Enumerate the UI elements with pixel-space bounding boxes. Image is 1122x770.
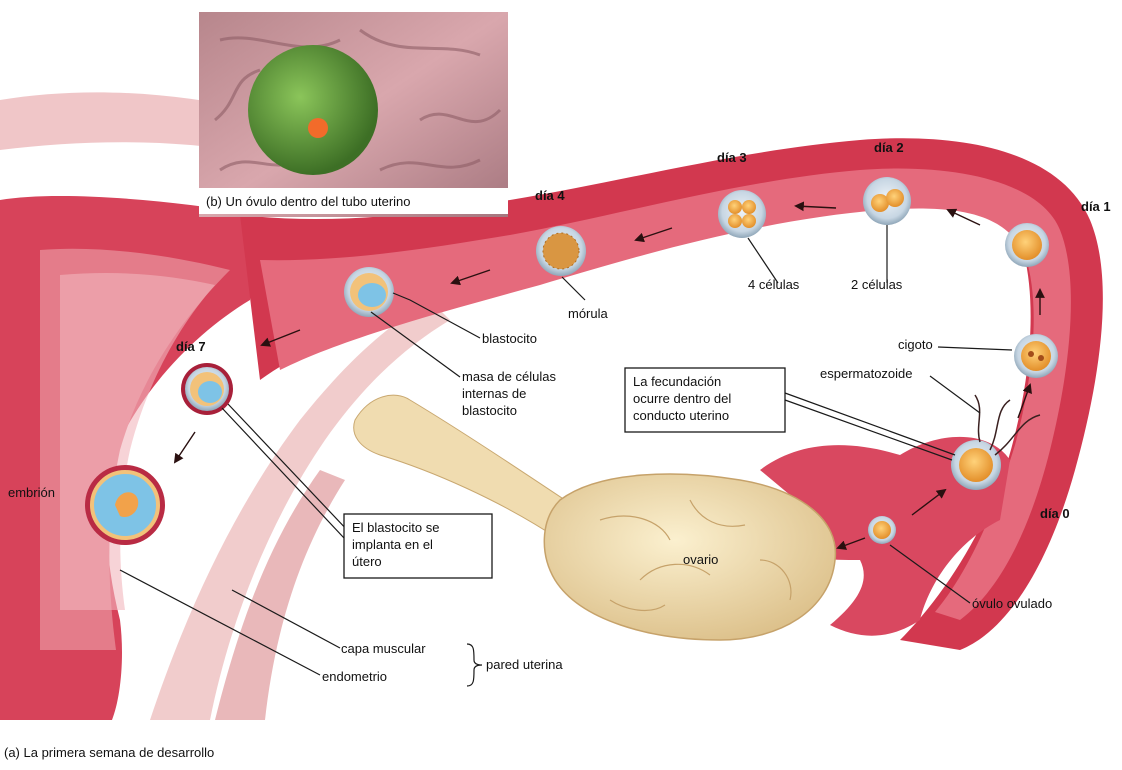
label-espermatozoide: espermatozoide xyxy=(820,366,913,381)
label-dia2: día 2 xyxy=(874,140,904,155)
label-capa-muscular: capa muscular xyxy=(341,641,426,656)
label-4-celulas: 4 células xyxy=(748,277,800,292)
callout-implanta: El blastocito se implanta en el útero xyxy=(344,514,492,578)
four-cell-stage xyxy=(718,190,766,238)
implanting-blastocyst xyxy=(181,363,233,415)
label-2-celulas: 2 células xyxy=(851,277,903,292)
figure-caption: (a) La primera semana de desarrollo xyxy=(4,745,214,760)
leader-esperm xyxy=(930,376,980,413)
callout-fecundacion: La fecundación ocurre dentro del conduct… xyxy=(625,368,785,432)
ovulated-egg xyxy=(868,516,896,544)
label-dia4: día 4 xyxy=(535,188,565,203)
inset-photo xyxy=(199,12,508,217)
label-dia7: día 7 xyxy=(176,339,206,354)
label-masa-2: internas de xyxy=(462,386,526,401)
label-blastocito: blastocito xyxy=(482,331,537,346)
fecundacion-line-2: ocurre dentro del xyxy=(633,391,731,406)
leader-cigoto xyxy=(938,347,1012,350)
day1-cell xyxy=(1005,223,1049,267)
label-dia1: día 1 xyxy=(1081,199,1111,214)
implanta-line-1: El blastocito se xyxy=(352,520,439,535)
label-cigoto: cigoto xyxy=(898,337,933,352)
fecundacion-line-1: La fecundación xyxy=(633,374,721,389)
label-endometrio: endometrio xyxy=(322,669,387,684)
arrow-9 xyxy=(175,432,195,462)
label-masa-1: masa de células xyxy=(462,369,556,384)
label-dia0: día 0 xyxy=(1040,506,1070,521)
inset-caption: (b) Un óvulo dentro del tubo uterino xyxy=(206,194,411,209)
blastocyst xyxy=(344,267,394,317)
implanta-line-3: útero xyxy=(352,554,382,569)
label-pared-uterina: pared uterina xyxy=(486,657,563,672)
label-embrion: embrión xyxy=(8,485,55,500)
label-dia3: día 3 xyxy=(717,150,747,165)
label-ovulo-ovulado: óvulo ovulado xyxy=(972,596,1052,611)
morula xyxy=(536,226,586,276)
egg-in-tube xyxy=(248,45,378,175)
label-masa-3: blastocito xyxy=(462,403,517,418)
two-cell-stage xyxy=(863,177,911,225)
implanta-line-2: implanta en el xyxy=(352,537,433,552)
leader-morula xyxy=(562,277,585,300)
label-morula: mórula xyxy=(568,306,609,321)
label-ovario: ovario xyxy=(683,552,718,567)
zygote xyxy=(1014,334,1058,378)
embryo xyxy=(85,465,165,545)
brace xyxy=(467,644,482,686)
fecundacion-line-3: conducto uterino xyxy=(633,408,729,423)
